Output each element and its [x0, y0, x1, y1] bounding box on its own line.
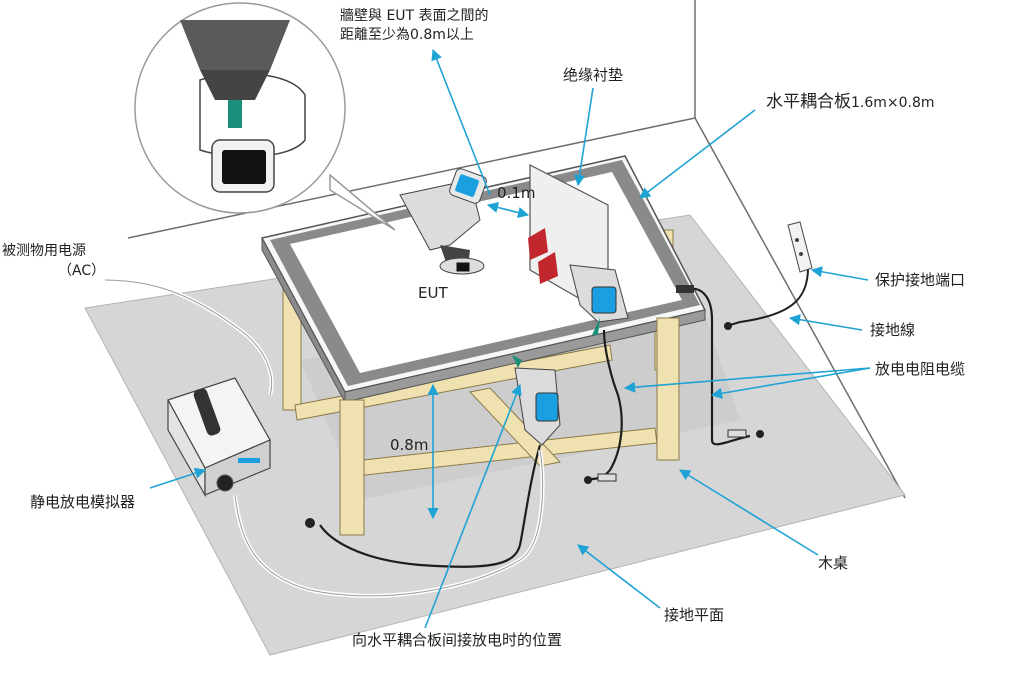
cable-resistor-1	[727, 429, 747, 438]
label-wooden-table: 木桌	[818, 554, 848, 572]
label-protective-ground: 保护接地端口	[875, 271, 965, 289]
esd-gun-hcp	[512, 355, 561, 446]
hcp-cable-clip	[676, 285, 694, 293]
label-dist-01: 0.1m	[497, 184, 535, 202]
cable-resistor-2	[597, 473, 617, 482]
label-hcp: 水平耦合板1.6m×0.8m	[766, 92, 935, 112]
label-height-08: 0.8m	[390, 436, 428, 454]
room-walls	[127, 0, 906, 499]
label-bleeder-cable: 放电电阻电缆	[875, 360, 965, 378]
label-ground-wire: 接地線	[870, 321, 915, 339]
ground-wire-lug	[724, 322, 732, 330]
label-wall-distance-2: 距離至少為0.8m以上	[340, 26, 474, 43]
label-hcp-name: 水平耦合板	[766, 92, 851, 112]
label-insulation-pad: 绝缘衬垫	[563, 66, 623, 84]
label-wall-distance-1: 牆壁與 EUT 表面之間的	[340, 8, 489, 24]
label-eut: EUT	[418, 284, 448, 302]
label-ground-plane: 接地平面	[664, 606, 724, 624]
ground-lug-3	[305, 518, 315, 528]
ground-lug-2	[584, 476, 592, 484]
label-esd-simulator: 静电放电模拟器	[30, 493, 135, 511]
esd-gun-contact	[569, 264, 629, 335]
label-power-2: （AC）	[58, 263, 105, 279]
power-cords-outline	[104, 279, 544, 597]
ground-wire	[729, 267, 809, 326]
magnifier-inset	[134, 2, 396, 231]
label-hcp-size: 1.6m×0.8m	[851, 95, 935, 111]
eut-on-table	[399, 168, 487, 275]
power-strip	[787, 221, 813, 273]
label-hcp-discharge: 向水平耦合板间接放电时的位置	[352, 631, 562, 649]
esd-simulator	[167, 377, 271, 498]
label-power-1: 被测物用电源	[2, 243, 86, 259]
insulation-supports	[528, 228, 558, 284]
table-legs-front	[339, 317, 680, 536]
ground-lug-1	[756, 430, 764, 438]
annotation-arrows	[149, 48, 871, 629]
